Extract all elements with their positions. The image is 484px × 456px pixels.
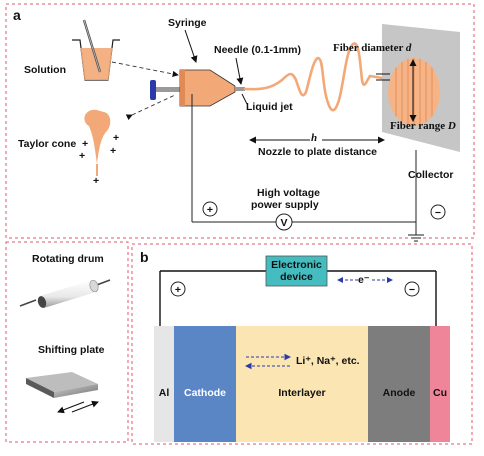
- negative-terminal-a: [430, 204, 446, 220]
- fiber-range-label: Fiber range D: [390, 120, 456, 132]
- layer-al: [154, 326, 174, 442]
- ions-label: Li⁺, Na⁺, etc.: [296, 355, 360, 367]
- cone-plus-4: +: [110, 145, 116, 157]
- collector-label: Collector: [408, 169, 454, 181]
- syringe-label: Syringe: [168, 17, 207, 29]
- positive-terminal-b-sign: +: [175, 284, 181, 296]
- cone-plus-3: +: [113, 132, 119, 144]
- taylor-cone-label: Taylor cone: [18, 138, 76, 150]
- layer-interlayer-label: Interlayer: [278, 387, 325, 399]
- panel-a-letter: a: [13, 7, 21, 23]
- panel-a: a Solution Syringe Needle (0.1-1mm) Liqu…: [5, 3, 475, 242]
- liquid-jet-pointer: [241, 93, 248, 105]
- cone-plus-1: +: [82, 138, 88, 150]
- layer-al-label: Al: [159, 387, 170, 399]
- liquid-jet-label: Liquid jet: [246, 101, 293, 113]
- voltmeter-symbol: [275, 213, 293, 231]
- syringe-pointer: [184, 29, 198, 63]
- collector-types-panel: Rotating drum Shifting plate: [5, 241, 129, 443]
- positive-terminal-a-sign: +: [207, 204, 213, 216]
- layer-interlayer: [236, 326, 368, 442]
- distance-h-label: h: [311, 132, 317, 144]
- solution-label: Solution: [24, 64, 66, 76]
- device-label-line2: device: [280, 271, 313, 283]
- layer-anode-label: Anode: [383, 387, 416, 399]
- layer-cathode: [174, 326, 236, 442]
- battery-layers: Al Cathode Interlayer Anode Cu: [154, 326, 450, 442]
- electronic-device: [265, 255, 328, 287]
- positive-terminal-a: [202, 201, 218, 217]
- cone-plus-2: +: [79, 150, 85, 162]
- device-label-line1: Electronic: [271, 259, 322, 271]
- layer-cathode-label: Cathode: [184, 387, 226, 399]
- taylor-cone-arrow: [125, 94, 176, 121]
- shifting-plate-label: Shifting plate: [38, 344, 105, 356]
- rotating-drum-label: Rotating drum: [32, 253, 104, 265]
- rotating-drum: [19, 279, 111, 308]
- nozzle-distance-label: Nozzle to plate distance: [258, 146, 377, 158]
- liquid-jet: [243, 42, 384, 112]
- negative-terminal-b-sign: −: [409, 284, 415, 296]
- solution-beaker: [72, 19, 120, 81]
- taylor-cone: [84, 109, 111, 176]
- layer-cu: [430, 326, 450, 442]
- panel-b: b Electronic device e⁻ + − Al Cathode Inte…: [131, 243, 473, 445]
- syringe: [150, 69, 245, 107]
- fiber-diameter-label: Fiber diameter d: [333, 42, 412, 54]
- electron-label: e⁻: [358, 274, 370, 286]
- voltage-circuit: [191, 94, 424, 242]
- solution-arrow: [111, 61, 179, 78]
- cone-plus-5: +: [93, 175, 99, 187]
- panel-b-border: [131, 243, 473, 445]
- voltage-label-line2: power supply: [251, 199, 319, 211]
- voltmeter-label: V: [280, 217, 287, 229]
- panel-a-border: [5, 3, 475, 239]
- fiber-mat: [388, 58, 440, 126]
- voltage-label-line1: High voltage: [257, 187, 320, 199]
- collector-types-border: [5, 241, 129, 443]
- layer-anode: [368, 326, 430, 442]
- negative-terminal-a-sign: −: [435, 207, 441, 219]
- panel-b-letter: b: [140, 249, 149, 265]
- negative-terminal-b: [404, 281, 420, 297]
- layer-cu-label: Cu: [433, 387, 447, 399]
- positive-terminal-b: [170, 281, 186, 297]
- needle-pointer: [235, 57, 244, 85]
- needle-label: Needle (0.1-1mm): [214, 44, 301, 56]
- shifting-plate: [26, 372, 99, 414]
